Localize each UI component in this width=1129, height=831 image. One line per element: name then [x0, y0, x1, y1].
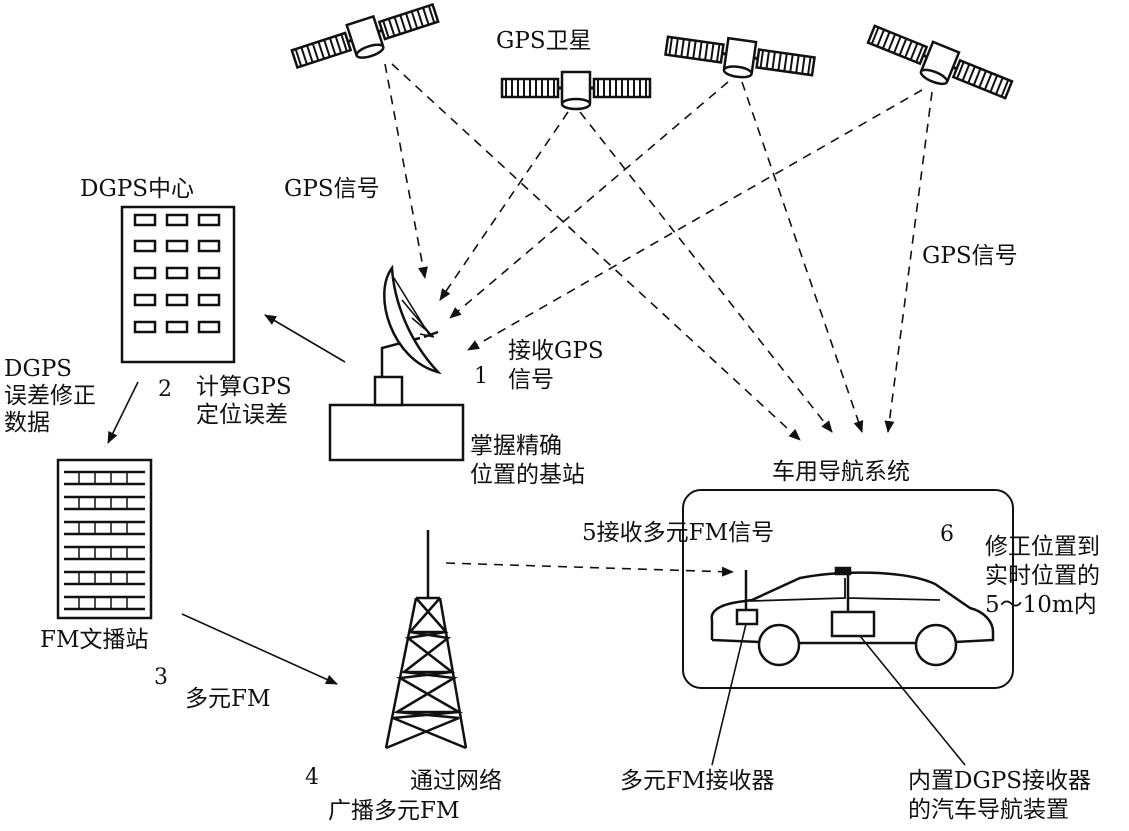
gps-signal-label-right: GPS信号 [922, 243, 1018, 269]
step-4-number: 4 [305, 765, 319, 790]
signal-sat3-to-base [449, 81, 729, 319]
gps-satellite-icon-2 [500, 70, 652, 111]
base-station-label-line2: 位置的基站 [470, 462, 585, 488]
signal-sat2-to-base [439, 111, 569, 301]
step-5-label: 5接收多元FM信号 [582, 520, 775, 546]
step-2-number: 2 [158, 377, 172, 402]
step-4-label-line2: 广播多元FM [328, 798, 460, 824]
gps-satellite-label: GPS卫星 [496, 28, 592, 54]
gps-satellite-icon-4 [866, 24, 1014, 100]
signal-tower-to-car [445, 562, 734, 577]
step-1-number: 1 [474, 364, 488, 389]
nav-system-box [682, 489, 1014, 689]
signal-sat3-to-car [741, 81, 864, 433]
pointer-fm-receiver [711, 623, 747, 766]
fm-receiver-label: 多元FM接收器 [620, 768, 775, 794]
broadcast-tower-icon [384, 530, 468, 750]
gps-satellite-icon-1 [290, 2, 440, 70]
dgps-center-building-icon [120, 205, 236, 364]
gps-signal-label-left: GPS信号 [284, 176, 380, 202]
step-3-label: 多元FM [185, 686, 271, 712]
step-6-label-line1: 修正位置到 [985, 534, 1100, 560]
fm-station-label: FM文播站 [40, 627, 149, 653]
car-icon [710, 566, 995, 667]
nav-device-label-line2: 的汽车导航装置 [908, 797, 1069, 823]
arrow-fm-to-tower [181, 613, 338, 685]
dgps-correction-label-line2: 误差修正 [4, 383, 96, 409]
arrow-base-to-center [264, 314, 346, 363]
step-3-number: 3 [154, 665, 168, 690]
signal-sat1-to-base [384, 63, 428, 279]
step-1-label-line2: 信号 [508, 367, 554, 393]
nav-device-label-line1: 内置DGPS接收器 [908, 768, 1092, 794]
signal-sat4-to-base [467, 89, 923, 351]
step-2-label-line2: 定位误差 [196, 402, 288, 428]
solid-arrows [107, 314, 966, 766]
arrow-center-to-fm [107, 381, 139, 444]
nav-system-label: 车用导航系统 [772, 459, 910, 485]
pointer-nav-device [859, 635, 966, 766]
gps-signal-lines [384, 63, 933, 577]
fm-station-building-icon [56, 458, 153, 620]
step-1-label-line1: 接收GPS [508, 338, 604, 364]
dgps-correction-label-line1: DGPS [4, 356, 73, 382]
step-2-label-line1: 计算GPS [196, 374, 292, 400]
gps-satellite-icon-3 [664, 35, 816, 79]
dgps-center-label: DGPS中心 [80, 176, 195, 202]
step-4-label-line1: 通过网络 [410, 768, 502, 794]
step-6-label-line2: 实时位置的 [985, 563, 1100, 589]
base-station-dish-icon [328, 264, 465, 462]
base-station-label-line1: 掌握精确 [470, 433, 562, 459]
signal-sat1-to-car [391, 63, 801, 441]
step-6-number: 6 [940, 522, 954, 547]
step-6-label-line3: 5～10m内 [985, 592, 1097, 618]
fm-station-windows [64, 470, 145, 611]
signal-sat2-to-car [579, 111, 833, 433]
dgps-correction-label-line3: 数据 [4, 410, 50, 436]
